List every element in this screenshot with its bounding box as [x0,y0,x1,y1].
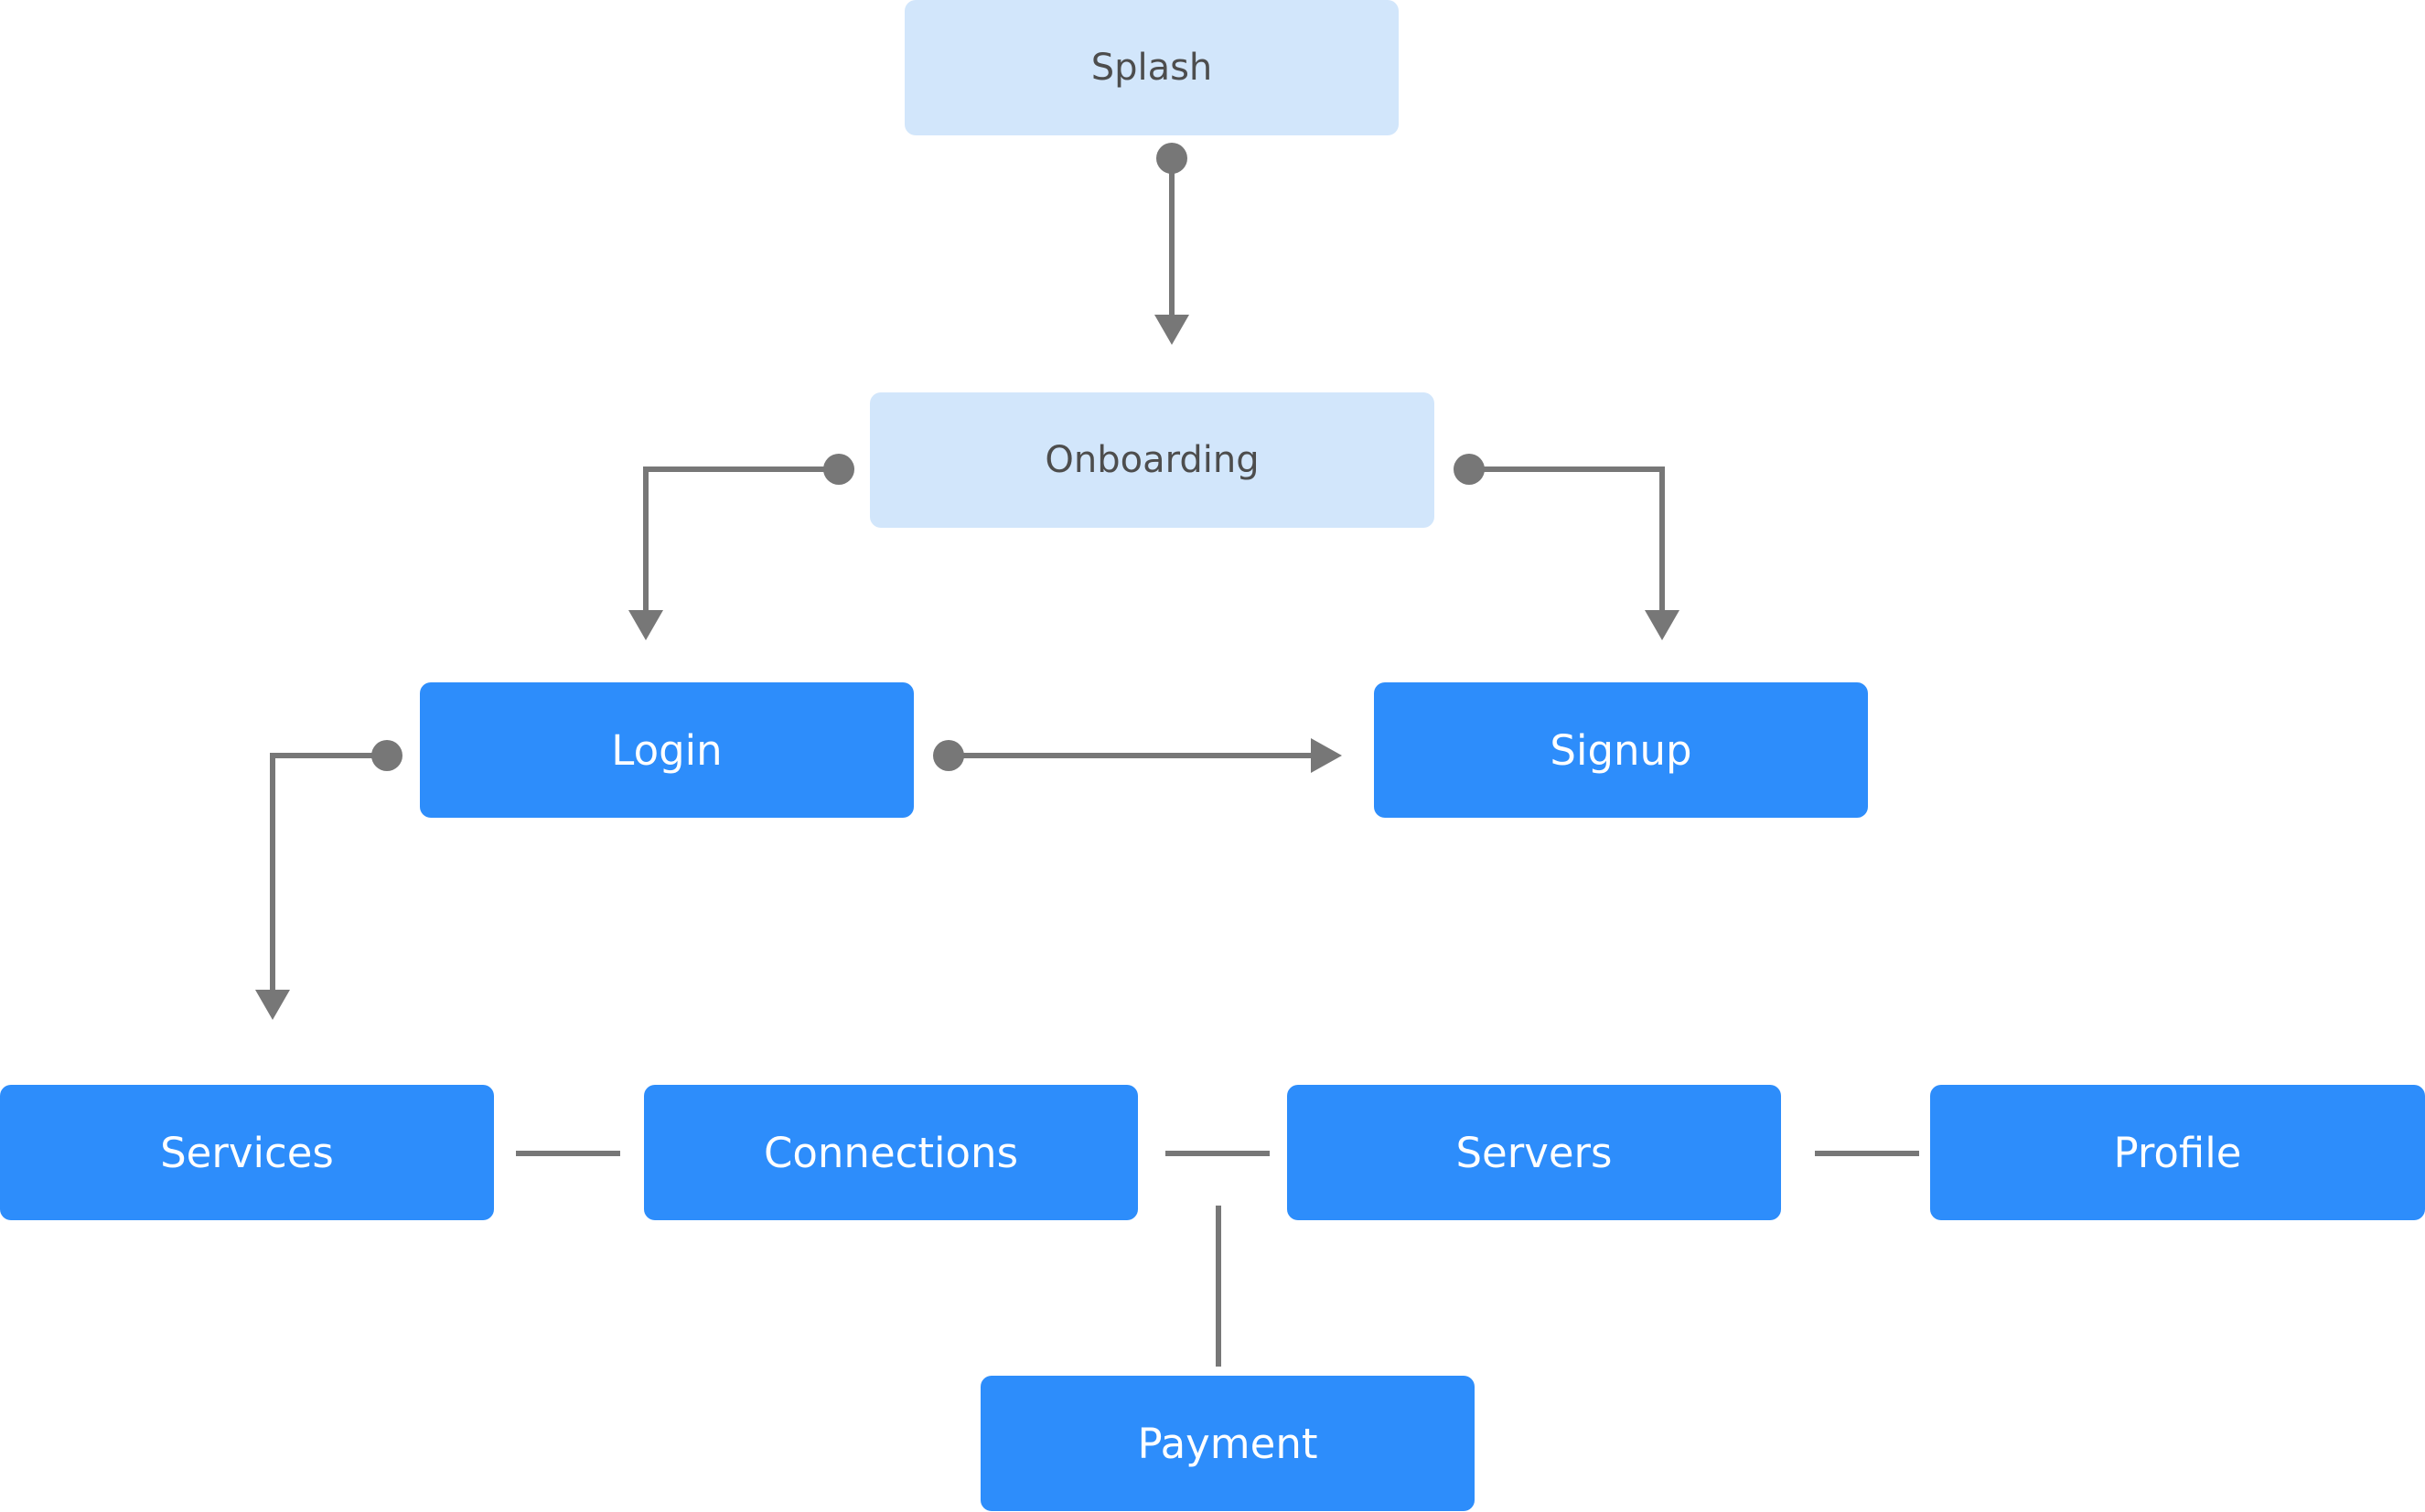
node-services[interactable]: Services [0,1085,494,1220]
node-connections[interactable]: Connections [644,1085,1138,1220]
node-profile[interactable]: Profile [1930,1085,2425,1220]
connector-start-dot [933,740,964,771]
node-label: Payment [1137,1419,1318,1468]
connector-start-dot [823,454,854,485]
connector-onboarding-login [643,466,839,617]
node-login[interactable]: Login [420,682,914,818]
node-label: Signup [1550,725,1692,775]
arrowhead-right [1311,738,1342,773]
node-onboarding[interactable]: Onboarding [870,392,1434,528]
node-servers[interactable]: Servers [1287,1085,1781,1220]
arrowhead-down [1154,315,1189,345]
node-signup[interactable]: Signup [1374,682,1868,818]
connector-start-dot [371,740,402,771]
node-payment[interactable]: Payment [981,1376,1475,1511]
connector-login-services [270,753,387,995]
node-label: Splash [1090,47,1213,89]
node-label: Profile [2113,1128,2242,1177]
node-label: Onboarding [1045,439,1260,481]
connector-onboarding-signup [1469,466,1665,617]
node-label: Services [160,1128,334,1177]
node-label: Login [611,725,723,775]
node-label: Connections [763,1128,1019,1177]
node-splash[interactable]: Splash [905,0,1399,135]
arrowhead-down [255,990,290,1020]
node-label: Servers [1455,1128,1613,1177]
arrowhead-down [628,610,663,640]
connector-start-dot [1454,454,1485,485]
arrowhead-down [1645,610,1679,640]
connector-start-dot [1156,143,1187,174]
